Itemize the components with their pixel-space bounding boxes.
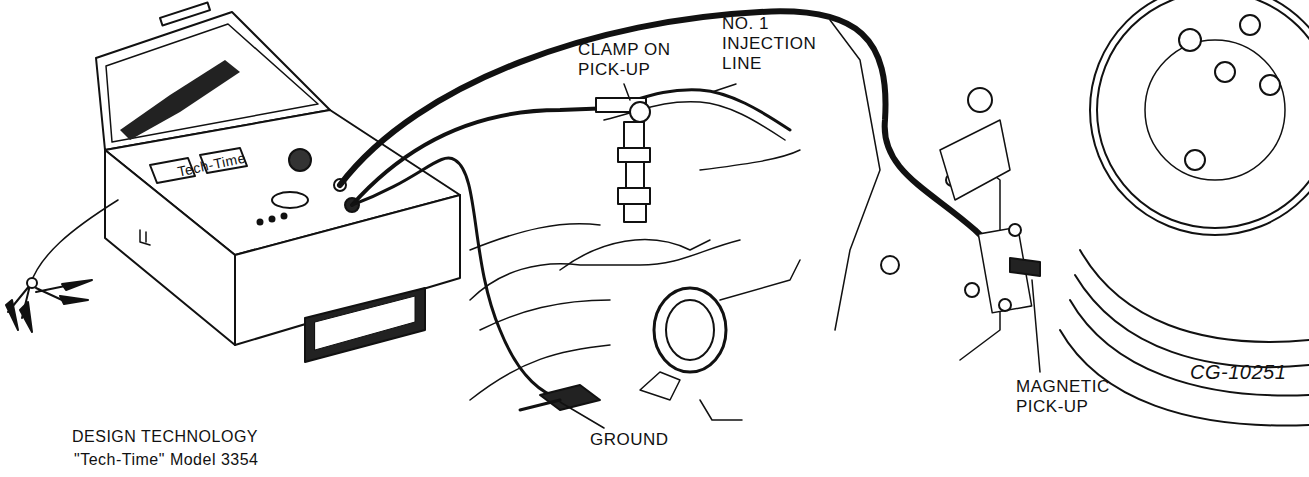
part-label: CLAMP ON PICK-UP	[578, 40, 676, 80]
leader-line	[1032, 280, 1040, 372]
leader-line	[560, 402, 604, 428]
part-label: MAGNETIC PICK-UP	[1016, 377, 1120, 417]
battery-clips	[8, 285, 70, 318]
tester-side	[105, 150, 235, 345]
ground-clip	[540, 385, 600, 410]
leader-line	[712, 84, 736, 92]
ground-lead	[352, 158, 560, 398]
magnetic-cable	[340, 11, 1015, 268]
leader-line	[624, 84, 630, 100]
clamp-cable	[352, 108, 612, 205]
part-label: GROUND	[590, 430, 669, 450]
part-label: NO. 1 INJECTION LINE	[722, 14, 824, 74]
caption-line: DESIGN TECHNOLOGY	[72, 427, 258, 446]
pulley	[1090, 0, 1309, 235]
figure-number: CG-10251	[1190, 360, 1286, 384]
caption-line: "Tech-Time" Model 3354	[74, 450, 259, 469]
handle	[305, 288, 425, 362]
magnetic-pickup	[1010, 258, 1040, 276]
